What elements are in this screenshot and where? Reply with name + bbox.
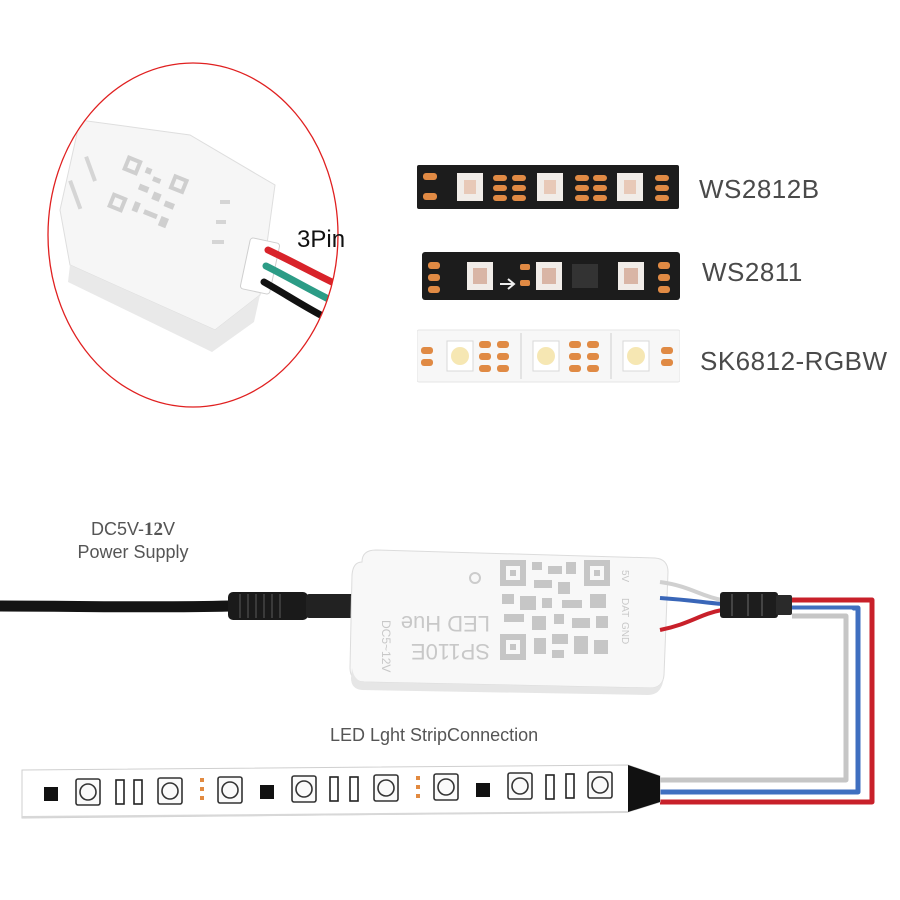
qr-code-icon: [500, 560, 610, 660]
voltage-prefix: DC5V-: [90, 519, 144, 539]
controller-model-text: SP110E: [411, 639, 490, 664]
bluetooth-logo-icon: [469, 572, 481, 584]
ws2812b-strip-image: [417, 165, 679, 209]
power-supply-voltage: DC5V-12V: [58, 518, 208, 541]
controller-closeup-callout: [47, 62, 339, 408]
jst-connector: [720, 592, 792, 618]
controller-rating-text: DC5~12V: [379, 620, 393, 672]
power-cable: [0, 592, 360, 620]
ws2812b-label: WS2812B: [699, 174, 820, 204]
sp110e-controller: LED Hue SP110E DC5~12V 5V DAT GND: [349, 549, 669, 695]
strip-connection-label: LED Lght StripConnection: [330, 725, 539, 745]
ws2811-strip-image: [422, 252, 680, 300]
controller-brand-text: LED Hue: [401, 611, 490, 636]
ws2811-label: WS2811: [702, 257, 803, 287]
power-supply-text: Power Supply: [77, 542, 189, 562]
three-pin-label: 3Pin: [297, 226, 346, 253]
strip-lead-wires: [660, 597, 875, 805]
voltage-bold: 12: [144, 519, 163, 540]
power-supply-label: DC5V-12V Power Supply: [58, 518, 208, 564]
wiring-diagram: LED Hue SP110E DC5~12V 5V DAT GND: [0, 549, 875, 819]
sk6812-rgbw-strip-image: [417, 329, 680, 383]
sk6812-rgbw-label: SK6812-RGBW: [700, 346, 888, 376]
pin-dat-label: DAT: [619, 598, 630, 617]
led-strip: [21, 764, 661, 819]
controller-output-wires: [659, 580, 723, 632]
three-pin-wires: [260, 246, 338, 342]
pin-5v-label: 5V: [619, 570, 630, 583]
pin-gnd-label: GND: [619, 622, 630, 644]
voltage-suffix: V: [163, 519, 176, 539]
